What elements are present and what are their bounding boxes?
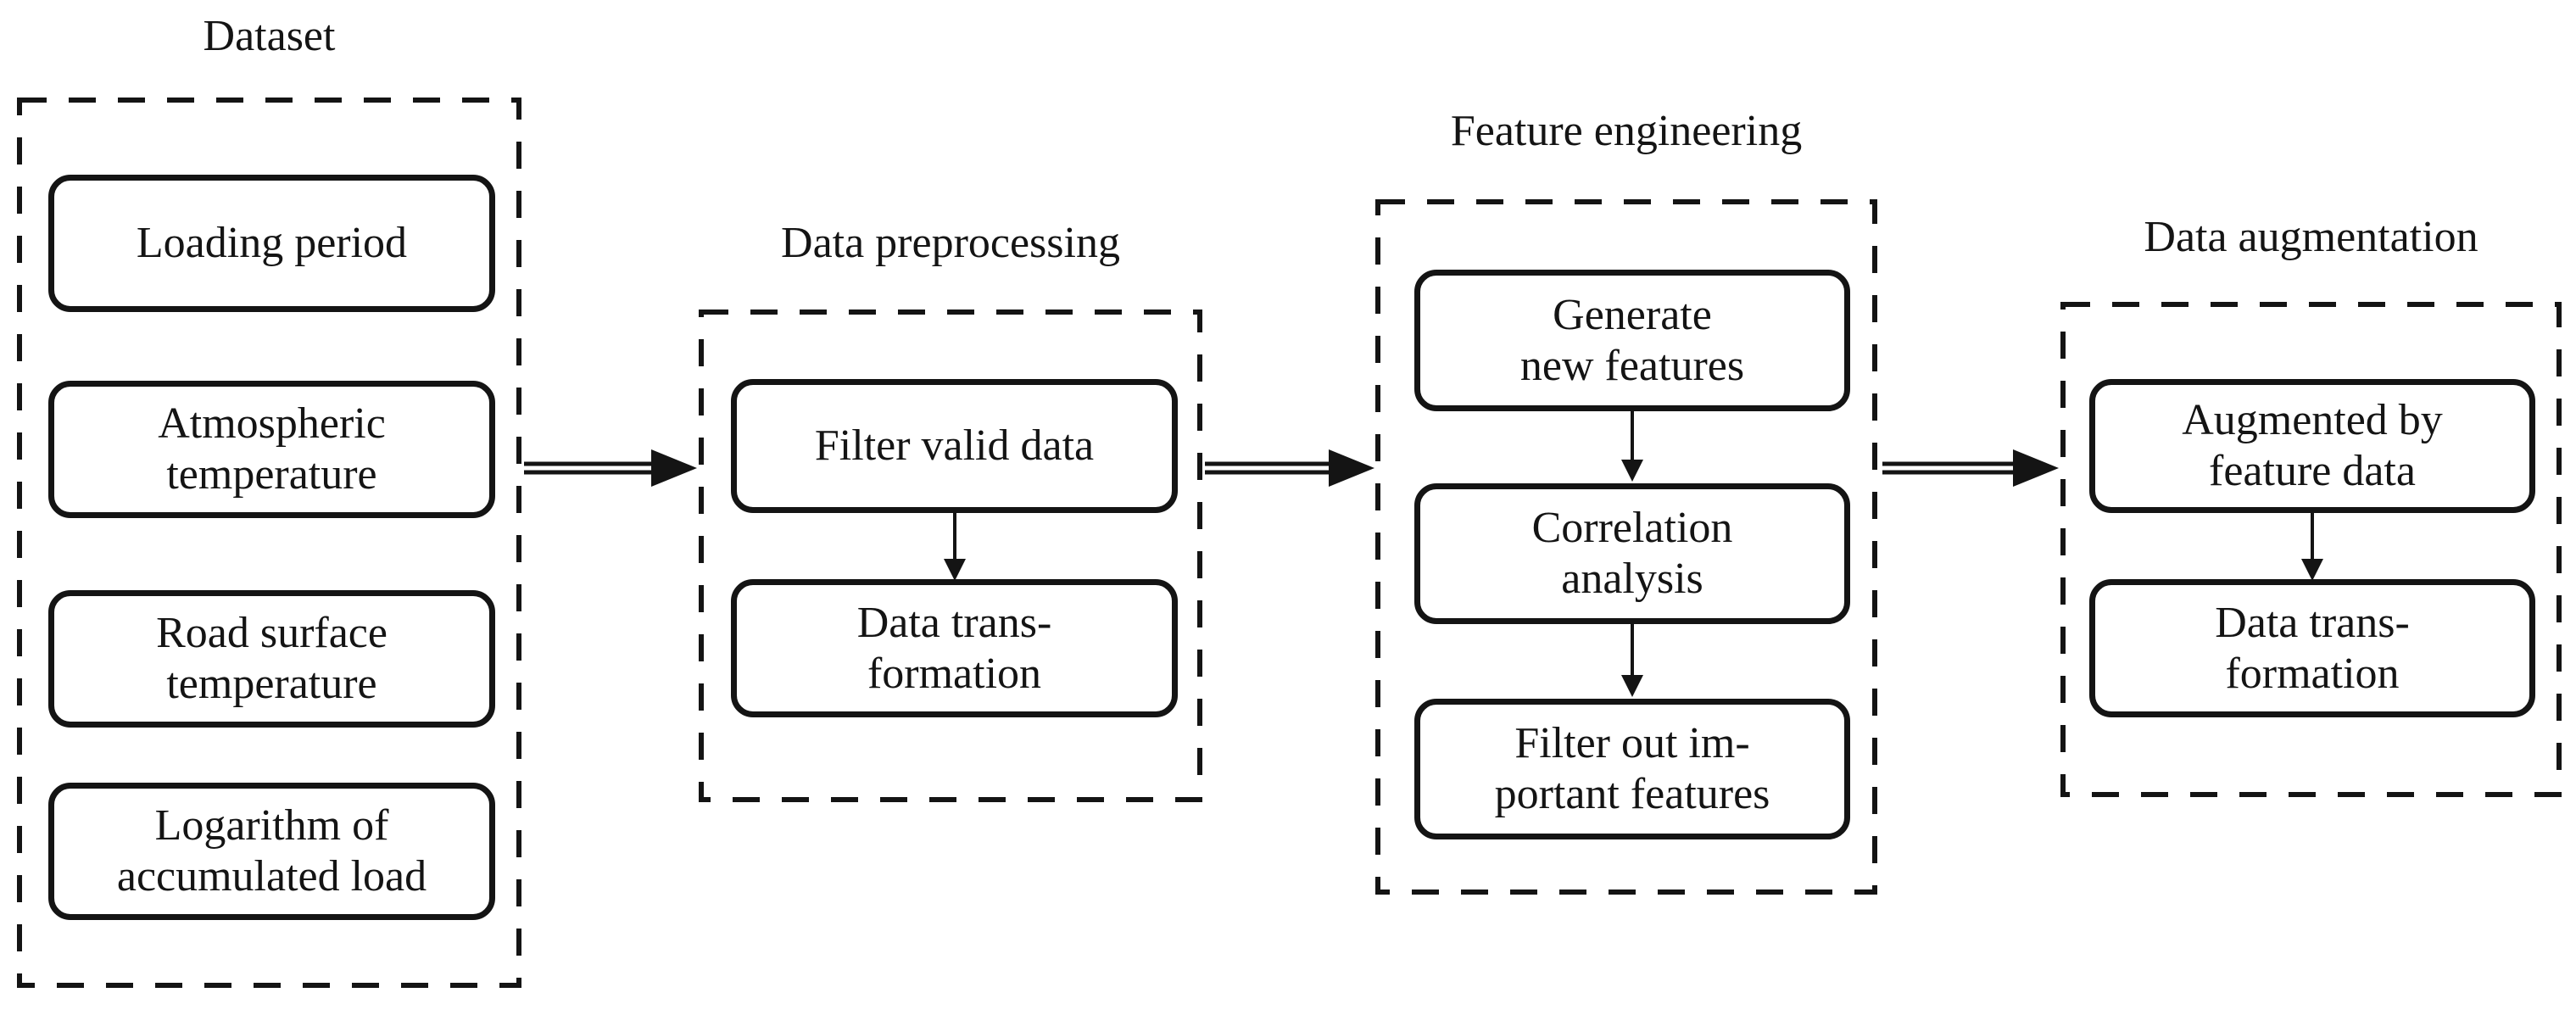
- group-outline-data-preprocessing: [699, 310, 1202, 802]
- box-line: formation: [867, 649, 1042, 698]
- down-arrow-filter-to-transformation-icon: [938, 513, 972, 581]
- box-line: Augmented by: [2182, 396, 2443, 444]
- double-arrow-feature-to-augmentation-icon: [1882, 449, 2059, 487]
- group-outline-feature-engineering: [1375, 199, 1877, 895]
- box-data-transformation-augmentation: Data trans- formation: [2089, 579, 2535, 717]
- box-correlation-analysis: Correlation analysis: [1414, 483, 1850, 624]
- box-line: Filter valid data: [814, 421, 1095, 470]
- group-title-data-preprocessing: Data preprocessing: [781, 219, 1120, 267]
- box-line: formation: [2225, 649, 2400, 698]
- box-line: analysis: [1561, 555, 1703, 603]
- down-arrow-correlation-to-filter-icon: [1615, 624, 1649, 697]
- box-generate-new-features: Generate new features: [1414, 270, 1850, 411]
- box-atmospheric-temperature: Atmospheric temperature: [48, 381, 495, 518]
- box-line: temperature: [166, 660, 377, 708]
- box-loading-period: Loading period: [48, 175, 495, 312]
- box-line: Generate: [1553, 290, 1712, 339]
- box-line: temperature: [166, 450, 377, 499]
- box-line: Atmospheric: [158, 399, 386, 448]
- box-line: Loading period: [136, 219, 408, 267]
- box-line: Logarithm of: [154, 801, 389, 850]
- group-title-feature-engineering: Feature engineering: [1450, 107, 1803, 155]
- box-augmented-by-feature-data: Augmented by feature data: [2089, 379, 2535, 513]
- box-line: Correlation: [1531, 504, 1733, 552]
- box-line: portant features: [1494, 770, 1770, 818]
- box-line: Road surface: [156, 609, 388, 657]
- double-arrow-preprocessing-to-feature-icon: [1205, 449, 1374, 487]
- box-line: Data trans-: [856, 598, 1052, 647]
- box-line: new features: [1519, 341, 1745, 390]
- box-filter-important-features: Filter out im- portant features: [1414, 699, 1850, 839]
- double-arrow-dataset-to-preprocessing-icon: [524, 449, 697, 487]
- box-logarithm-accumulated-load: Logarithm of accumulated load: [48, 783, 495, 920]
- group-title-data-augmentation: Data augmentation: [2144, 213, 2478, 261]
- group-outline-dataset: [17, 98, 521, 988]
- down-arrow-augmented-to-transformation-icon: [2295, 513, 2329, 581]
- group-title-dataset: Dataset: [203, 12, 336, 60]
- box-road-surface-temperature: Road surface temperature: [48, 590, 495, 728]
- box-line: accumulated load: [116, 852, 427, 901]
- box-data-transformation-preprocessing: Data trans- formation: [731, 579, 1178, 717]
- box-line: feature data: [2209, 447, 2416, 495]
- group-outline-data-augmentation: [2060, 302, 2562, 797]
- box-line: Data trans-: [2215, 598, 2410, 647]
- down-arrow-generate-to-correlation-icon: [1615, 411, 1649, 482]
- box-filter-valid-data: Filter valid data: [731, 379, 1178, 513]
- box-line: Filter out im-: [1514, 719, 1750, 767]
